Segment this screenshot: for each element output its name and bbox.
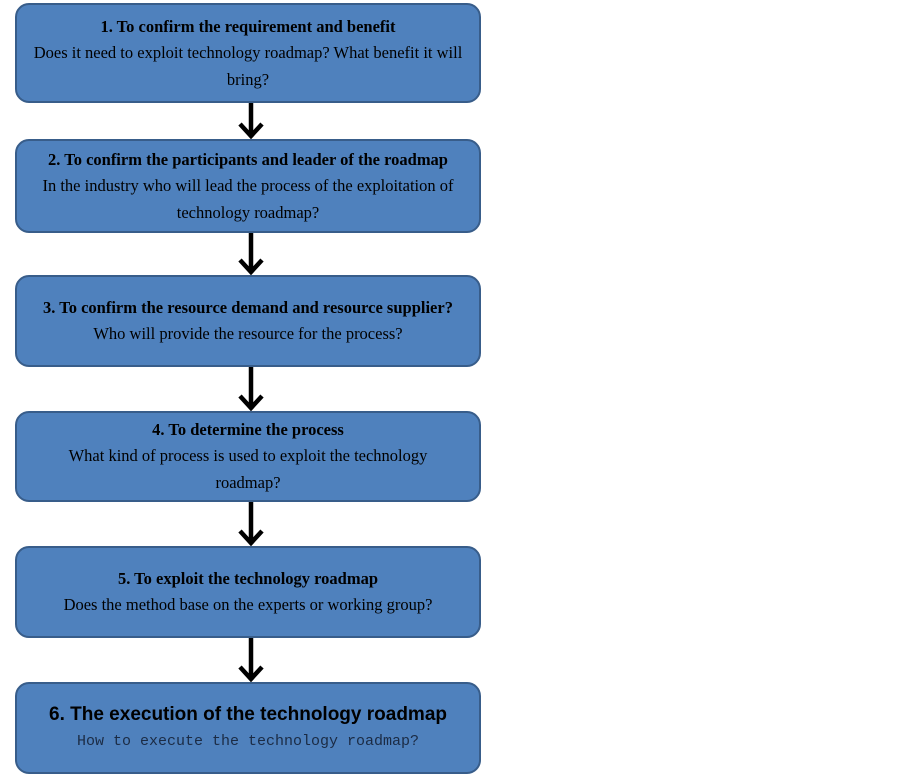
arrow-down-icon bbox=[238, 367, 264, 411]
step-6-box: 6. The execution of the technology roadm… bbox=[15, 682, 481, 774]
arrow-down-icon bbox=[238, 103, 264, 139]
step-2-box: 2. To confirm the participants and leade… bbox=[15, 139, 481, 233]
step-description: Does it need to exploit technology roadm… bbox=[33, 42, 463, 89]
step-title: 2. To confirm the participants and leade… bbox=[48, 149, 448, 169]
arrow-down-icon bbox=[238, 638, 264, 682]
step-5-box: 5. To exploit the technology roadmap Doe… bbox=[15, 546, 481, 638]
step-title: 4. To determine the process bbox=[152, 420, 344, 439]
step-description: Does the method base on the experts or w… bbox=[63, 595, 433, 614]
step-title: 3. To confirm the resource demand and re… bbox=[43, 298, 453, 317]
step-description: How to execute the technology roadmap? bbox=[76, 733, 420, 750]
step-description: Who will provide the resource for the pr… bbox=[93, 324, 403, 343]
step-description: What kind of process is used to exploit … bbox=[68, 446, 428, 492]
step-title: 6. The execution of the technology roadm… bbox=[49, 704, 447, 725]
step-title: 1. To confirm the requirement and benefi… bbox=[100, 16, 396, 36]
arrow-down-icon bbox=[238, 502, 264, 546]
arrow-down-icon bbox=[238, 233, 264, 275]
step-4-box: 4. To determine the process What kind of… bbox=[15, 411, 481, 502]
step-title: 5. To exploit the technology roadmap bbox=[117, 569, 379, 588]
step-3-box: 3. To confirm the resource demand and re… bbox=[15, 275, 481, 367]
step-1-box: 1. To confirm the requirement and benefi… bbox=[15, 3, 481, 103]
step-description: In the industry who will lead the proces… bbox=[42, 175, 454, 222]
